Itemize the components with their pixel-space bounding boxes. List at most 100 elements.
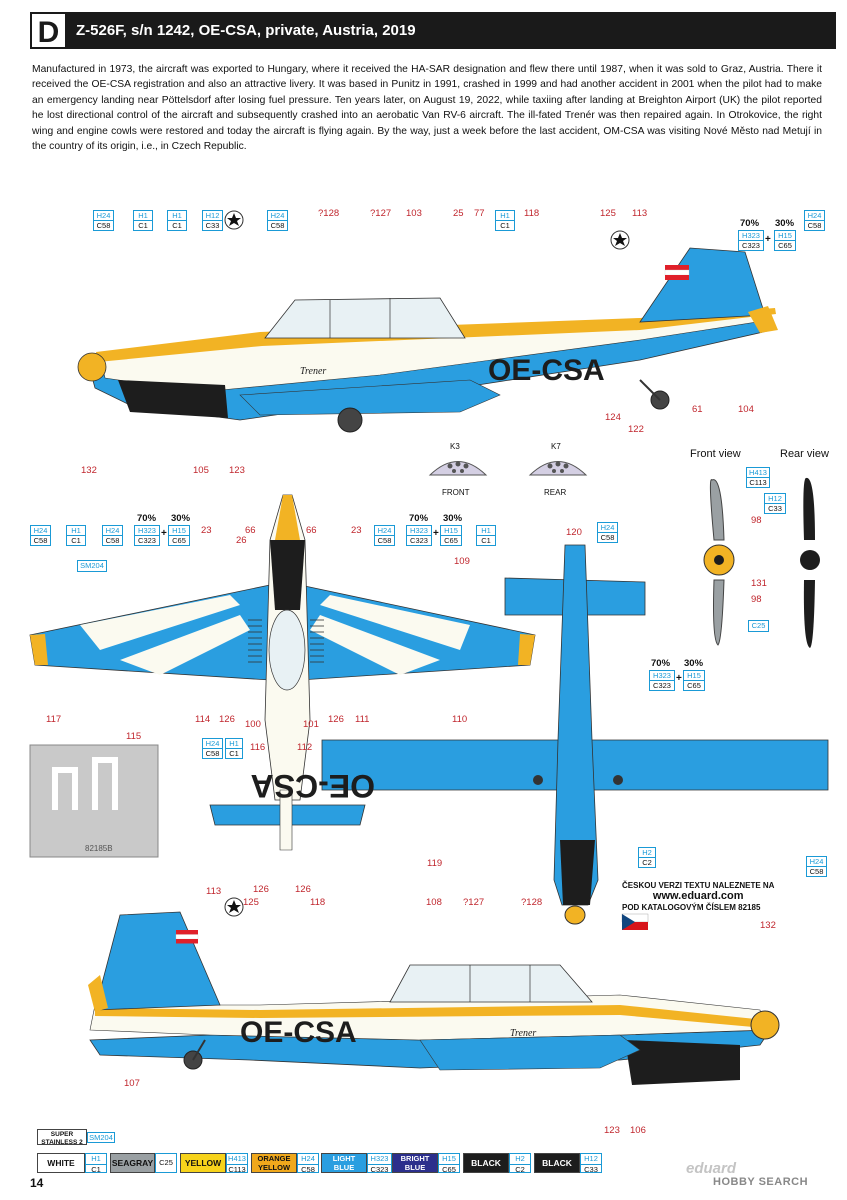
callout-number: 116 xyxy=(250,742,266,753)
callout-number: 77 xyxy=(474,208,485,219)
callout-number: 119 xyxy=(427,858,443,869)
callout-number: 104 xyxy=(738,404,754,415)
eduard-logo: eduard xyxy=(686,1160,737,1177)
bottom-registration: OE-CSA xyxy=(240,1016,357,1049)
prop-front xyxy=(703,479,735,646)
bottom-nose-art: Trener xyxy=(510,1028,536,1039)
legend-swatch: LIGHT BLUE xyxy=(321,1153,367,1173)
scheme-letter: D xyxy=(30,12,67,49)
callout-number: 125 xyxy=(600,208,616,219)
photoetch-code: 82185B xyxy=(85,844,113,853)
mix-pct: 30% xyxy=(775,218,795,229)
callout-number: 103 xyxy=(406,208,422,219)
legend-swatch: SEAGRAY xyxy=(110,1153,155,1173)
czech-note: ČESKOU VERZI TEXTU NALEZNETE NA www.edua… xyxy=(622,881,775,912)
under-registration: OE-CSA xyxy=(251,768,375,804)
legend-swatch: WHITE xyxy=(37,1153,85,1173)
callout-number: 98 xyxy=(751,515,762,526)
top-view xyxy=(29,494,536,851)
mix-pct: 70% xyxy=(137,513,157,524)
callout-number: 23 xyxy=(351,525,362,536)
callout-number: 108 xyxy=(426,897,442,908)
callout-number: 117 xyxy=(46,714,62,725)
callout-number: 98 xyxy=(751,594,762,605)
callout-number: 66 xyxy=(245,525,256,536)
callout-number: 101 xyxy=(303,719,319,730)
callout-tag: SM204 xyxy=(77,560,107,572)
callout-number: 123 xyxy=(604,1125,620,1136)
callout-number: 109 xyxy=(454,556,470,567)
legend-swatch: YELLOW xyxy=(180,1153,226,1173)
callout-number: 118 xyxy=(524,208,540,219)
callout-number: 113 xyxy=(632,208,648,219)
callout-tag: C25 xyxy=(748,620,769,632)
panel-code: K7 xyxy=(551,442,561,451)
callout-number: 126 xyxy=(253,884,269,895)
callout-number: 132 xyxy=(81,465,97,476)
eduard-url[interactable]: www.eduard.com xyxy=(652,890,744,902)
callout-number: ?128 xyxy=(521,897,543,908)
legend-swatch: ORANGE YELLOW xyxy=(251,1153,297,1173)
callout-number: 118 xyxy=(310,897,326,908)
callout-number: 132 xyxy=(760,920,776,931)
callout-number: 126 xyxy=(295,884,311,895)
callout-number: 66 xyxy=(306,525,317,536)
hobbysearch-watermark: HOBBY SEARCH xyxy=(713,1176,809,1188)
callout-number: 112 xyxy=(297,742,313,753)
callout-number: 110 xyxy=(452,714,468,725)
callout-number: 61 xyxy=(692,404,703,415)
mix-pct: 70% xyxy=(651,658,671,669)
page-header: D Z-526F, s/n 1242, OE-CSA, private, Aus… xyxy=(30,12,836,49)
panel-code: K3 xyxy=(450,442,460,451)
top-side-profile xyxy=(77,230,778,433)
callout-number: 106 xyxy=(630,1125,646,1136)
callout-number: 120 xyxy=(566,527,582,538)
callout-number: 122 xyxy=(628,424,644,435)
callout-number: 131 xyxy=(751,578,767,589)
callout-number: 111 xyxy=(355,714,370,725)
mix-pct: 30% xyxy=(684,658,704,669)
callout-number: 26 xyxy=(236,535,247,546)
callout-number: 107 xyxy=(124,1078,140,1089)
page-number: 14 xyxy=(30,1176,44,1190)
top-nose-art: Trener xyxy=(300,366,326,377)
callout-number: ?127 xyxy=(370,208,392,219)
panel-label: REAR xyxy=(544,488,567,497)
callout-number: 125 xyxy=(243,897,259,908)
callout-number: 105 xyxy=(193,465,209,476)
prop-rear xyxy=(800,477,820,648)
history-text: Manufactured in 1973, the aircraft was e… xyxy=(32,64,822,153)
scheme-title: Z-526F, s/n 1242, OE-CSA, private, Austr… xyxy=(76,22,416,39)
mix-pct: 30% xyxy=(171,513,191,524)
legend-swatch: BRIGHT BLUE xyxy=(392,1153,438,1173)
rear-view-label: Rear view xyxy=(780,448,829,460)
callout-number: 23 xyxy=(201,525,212,536)
